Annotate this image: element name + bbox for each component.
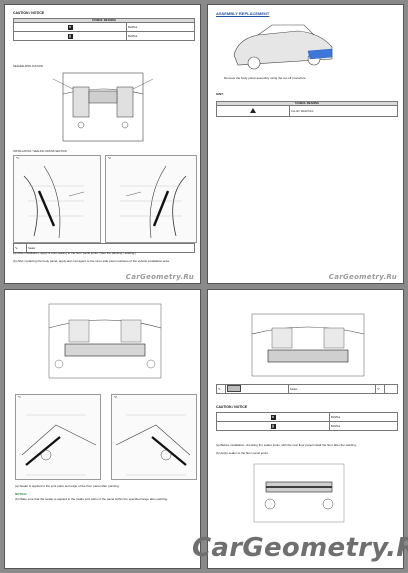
legend-label: Bolt/Nut — [329, 421, 398, 431]
car-diagram — [228, 21, 338, 73]
floor-diagram-svg — [251, 313, 365, 377]
caption: Remove the body panel assembly using the… — [224, 76, 307, 80]
figure-label: *1 — [16, 156, 19, 160]
note-a: (a) Sealer is applied to the joint parts… — [15, 484, 120, 488]
floor-diagram — [43, 69, 163, 145]
symbol-legend-table: SYMBOL MEANING Cut-off / Weld Point — [216, 101, 398, 117]
detail-figure — [244, 458, 354, 528]
notice-label: NOTICE: — [15, 492, 28, 496]
watermark: CarGeometry.Ru — [192, 533, 408, 563]
detail-figure-svg — [253, 463, 345, 523]
page-top-right: ASSEMBLY REPLACEMENT Remove the body pan… — [207, 4, 404, 284]
section-label: SEALER APPLICATION — [13, 64, 43, 68]
page-title: CAUTION / NOTICE — [216, 405, 248, 409]
figure-label: *2 — [108, 156, 111, 160]
bolt-icon: ⚙ — [270, 414, 276, 420]
table-cell: Sealer — [26, 243, 195, 253]
page-title: CAUTION / NOTICE — [13, 11, 45, 15]
table-cell: Sealer — [288, 384, 376, 394]
detail-figure-right: *2 — [111, 394, 197, 480]
watermark: CarGeometry.Ru — [125, 273, 194, 281]
table-cell: *1 — [216, 384, 226, 394]
figure-legend-table: *1 Sealer *2 — [216, 384, 398, 394]
page-top-left: CAUTION / NOTICE SYMBOL MEANING ⚙ Bolt/N… — [4, 4, 201, 284]
figure-label: *1 — [18, 395, 21, 399]
symbol-legend-table: ⚙ Bolt/Nut ❚ Bolt/Nut — [216, 412, 398, 431]
detail-figure-left: *1 — [13, 155, 101, 243]
figure-label: *2 — [114, 395, 117, 399]
sub-label: INSTALLATION / SEALING CROSS-SECTION — [13, 150, 67, 153]
detail-figure-svg — [21, 414, 97, 476]
symbol-legend-table: SYMBOL MEANING ⚙ Bolt/Nut ❚ Bolt/Nut — [13, 18, 195, 41]
section-title: ASSEMBLY REPLACEMENT — [216, 11, 270, 16]
warning-icon — [250, 108, 256, 113]
legend-label: Bolt/Nut — [126, 31, 195, 41]
detail-figure-svg — [120, 165, 187, 239]
floor-diagram-svg — [52, 72, 154, 142]
note-b: (b) Apply sealer to the floor panel join… — [216, 451, 269, 455]
legend-label: Bolt/Nut — [126, 22, 195, 32]
car-diagram-svg — [233, 24, 333, 70]
hint-label: HINT: — [216, 92, 224, 96]
floor-diagram-svg — [48, 303, 162, 379]
page-bottom-left: *1 *2 (a) Sealer is applied to the joint… — [4, 289, 201, 569]
note-a: (a) Before installation, checking the se… — [216, 443, 357, 447]
legend-label: Cut-off / Weld Point — [289, 105, 398, 117]
table-cell: *2 — [375, 384, 385, 394]
watermark: CarGeometry.Ru — [328, 273, 397, 281]
floor-diagram — [238, 310, 378, 380]
floor-diagram — [35, 298, 175, 384]
detail-figure-left: *1 — [15, 394, 101, 480]
nut-icon: ❚ — [67, 33, 73, 39]
note-b: (b) Make sure that the sealer is applied… — [15, 497, 168, 501]
sealer-swatch — [227, 385, 241, 392]
note-b: (b) After replacing the body panel, appl… — [13, 259, 170, 263]
detail-figure-svg — [23, 165, 85, 239]
bolt-icon: ⚙ — [67, 24, 73, 30]
figure-legend-table: *a Sealer — [13, 243, 195, 253]
detail-figure-right: *2 — [105, 155, 197, 243]
nut-icon: ❚ — [270, 423, 276, 429]
note-a: (a) After installation, apply a coat sea… — [13, 251, 137, 255]
page-bottom-right: *1 Sealer *2 CAUTION / NOTICE ⚙ Bolt/Nut… — [207, 289, 404, 569]
detail-figure-svg — [115, 414, 191, 476]
legend-label: Bolt/Nut — [329, 412, 398, 422]
